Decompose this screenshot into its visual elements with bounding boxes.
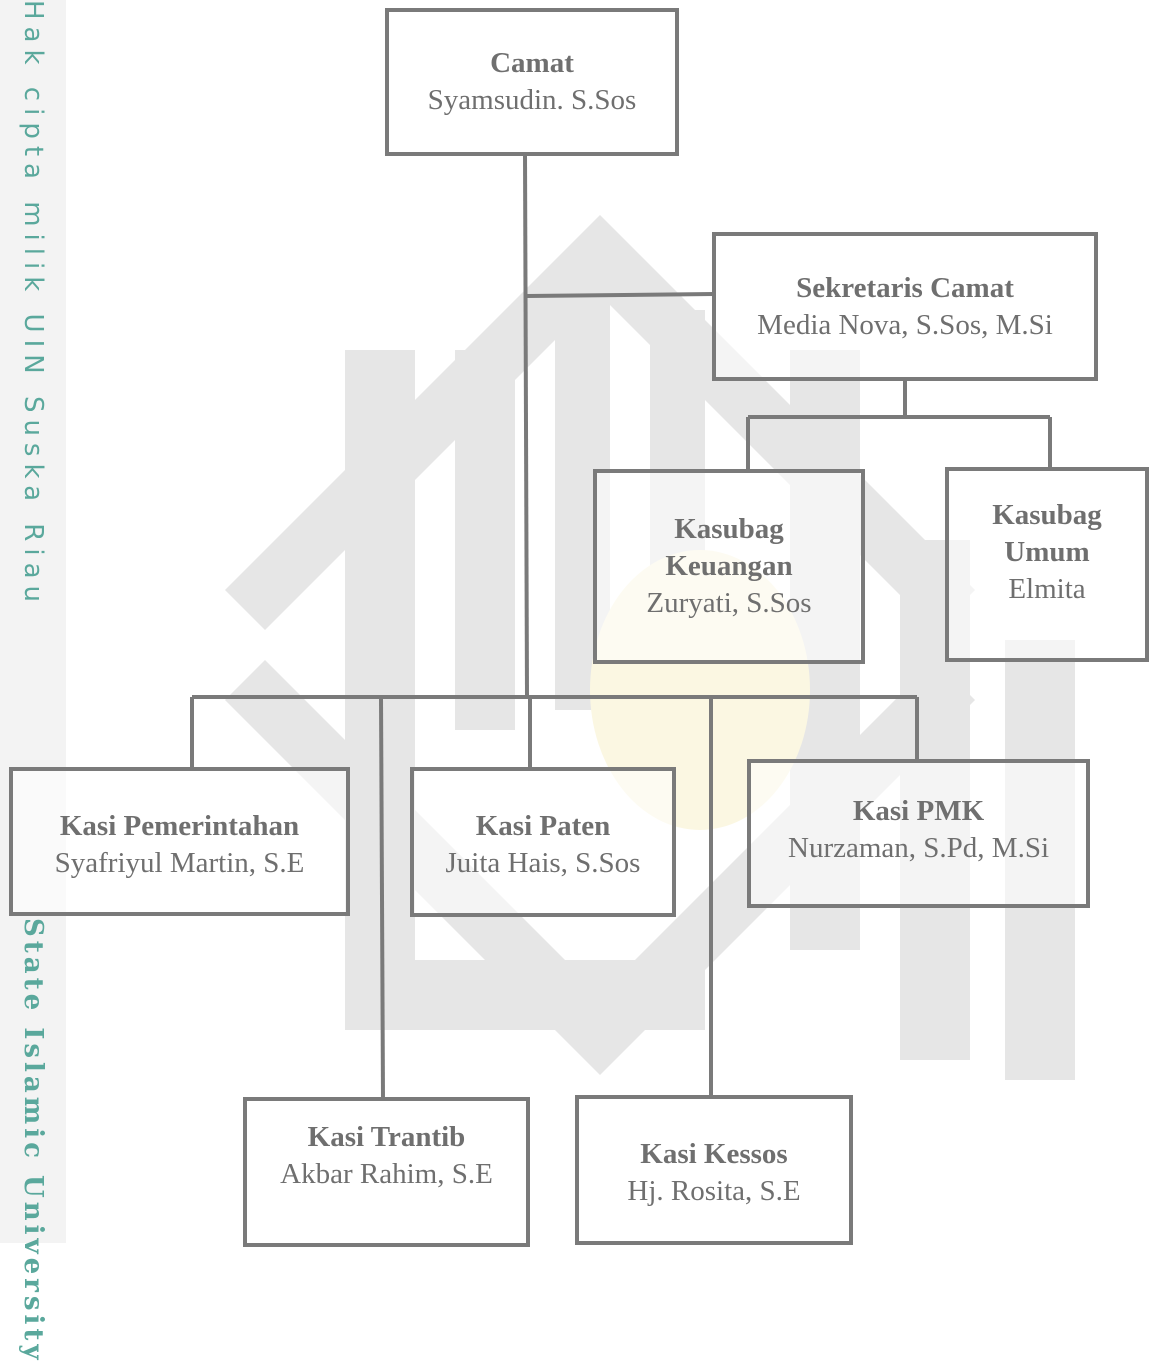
box-kasi-trantib: Kasi Trantib Akbar Rahim, S.E [243,1097,530,1247]
paten-title: Kasi Paten [475,810,611,842]
pemerintahan-person: Syafriyul Martin, S.E [54,846,305,879]
sekretaris-person: Media Nova, S.Sos, M.Si [757,308,1053,341]
box-kasi-kessos: Kasi Kessos Hj. Rosita, S.E [575,1095,853,1245]
box-kasubag-umum: Kasubag Umum Elmita [945,467,1149,662]
keuangan-title-2: Keuangan [665,550,793,582]
umum-title-2: Umum [1004,536,1090,568]
sekretaris-title: Sekretaris Camat [796,271,1014,304]
trantib-title: Kasi Trantib [307,1121,466,1153]
umum-title-1: Kasubag [992,499,1102,531]
line-to-trantib [379,696,385,1100]
camat-person: Syamsudin. S.Sos [427,84,637,116]
paten-person: Juita Hais, S.Sos [445,847,641,879]
line-to-sekretaris [526,292,715,298]
box-kasubag-keuangan: Kasubag Keuangan Zuryati, S.Sos [593,469,865,664]
box-kasi-pemerintahan: Kasi Pemerintahan Syafriyul Martin, S.E [9,767,350,916]
pmk-title: Kasi PMK [852,794,985,827]
camat-title: Camat [490,47,574,79]
box-kasi-paten: Kasi Paten Juita Hais, S.Sos [410,767,676,917]
watermark-side-strip [0,0,66,1243]
kessos-person: Hj. Rosita, S.E [627,1175,801,1207]
umum-person: Elmita [1008,573,1086,605]
box-kasi-pmk: Kasi PMK Nurzaman, S.Pd, M.Si [747,759,1090,908]
kessos-title: Kasi Kessos [640,1138,788,1170]
trantib-person: Akbar Rahim, S.E [280,1158,493,1190]
keuangan-person: Zuryati, S.Sos [646,587,812,619]
keuangan-title-1: Kasubag [674,513,784,545]
pemerintahan-title: Kasi Pemerintahan [59,809,300,842]
connector-lines [190,153,1052,1100]
box-sekretaris-camat: Sekretaris Camat Media Nova, S.Sos, M.Si [712,232,1098,381]
box-camat: Camat Syamsudin. S.Sos [385,8,679,156]
line-camat-trunk [523,153,529,698]
pmk-person: Nurzaman, S.Pd, M.Si [788,831,1049,864]
